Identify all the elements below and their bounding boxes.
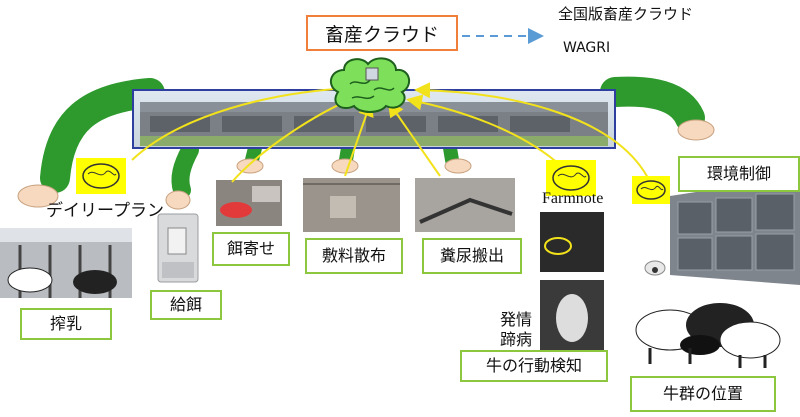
feeding-box: 給餌	[150, 290, 222, 320]
cloud-label: 畜産クラウド	[324, 23, 439, 46]
barn-photo	[132, 89, 616, 149]
milking-photo	[0, 228, 132, 298]
manure-box: 糞尿搬出	[422, 238, 522, 274]
herd-position-box: 牛群の位置	[630, 376, 776, 412]
milking-box: 搾乳	[20, 308, 112, 340]
feeding-robot-photo	[157, 213, 199, 283]
daily-plan-label: デイリープラン	[46, 201, 164, 221]
farmnote-label: Farmnote	[542, 190, 604, 207]
bedding-photo	[303, 178, 400, 232]
hoof-label: 蹄病	[500, 330, 533, 349]
fan-wall-photo	[670, 176, 800, 285]
national-cloud-label: 全国版畜産クラウド	[558, 5, 694, 23]
cloud-label-box: 畜産クラウド	[306, 15, 458, 51]
green-arms	[40, 76, 705, 199]
cow-face-photo	[540, 280, 604, 350]
behavior-box: 牛の行動検知	[460, 350, 608, 382]
data-flow-arrows	[131, 80, 651, 183]
herd-photo	[635, 303, 781, 368]
brain-icon	[76, 158, 670, 204]
sensor-photo	[540, 212, 604, 272]
wagri-label: WAGRI	[563, 40, 611, 56]
environment-box: 環境制御	[678, 156, 800, 192]
estrus-label: 発情	[500, 310, 533, 329]
feed-push-box: 餌寄せ	[212, 232, 290, 266]
manure-photo	[415, 178, 515, 232]
camera-icon	[644, 260, 666, 276]
feed-push-photo	[216, 180, 282, 226]
bedding-box: 敷料散布	[305, 238, 403, 274]
cloud-brain-icon	[329, 57, 411, 113]
hand-icon	[17, 119, 715, 210]
